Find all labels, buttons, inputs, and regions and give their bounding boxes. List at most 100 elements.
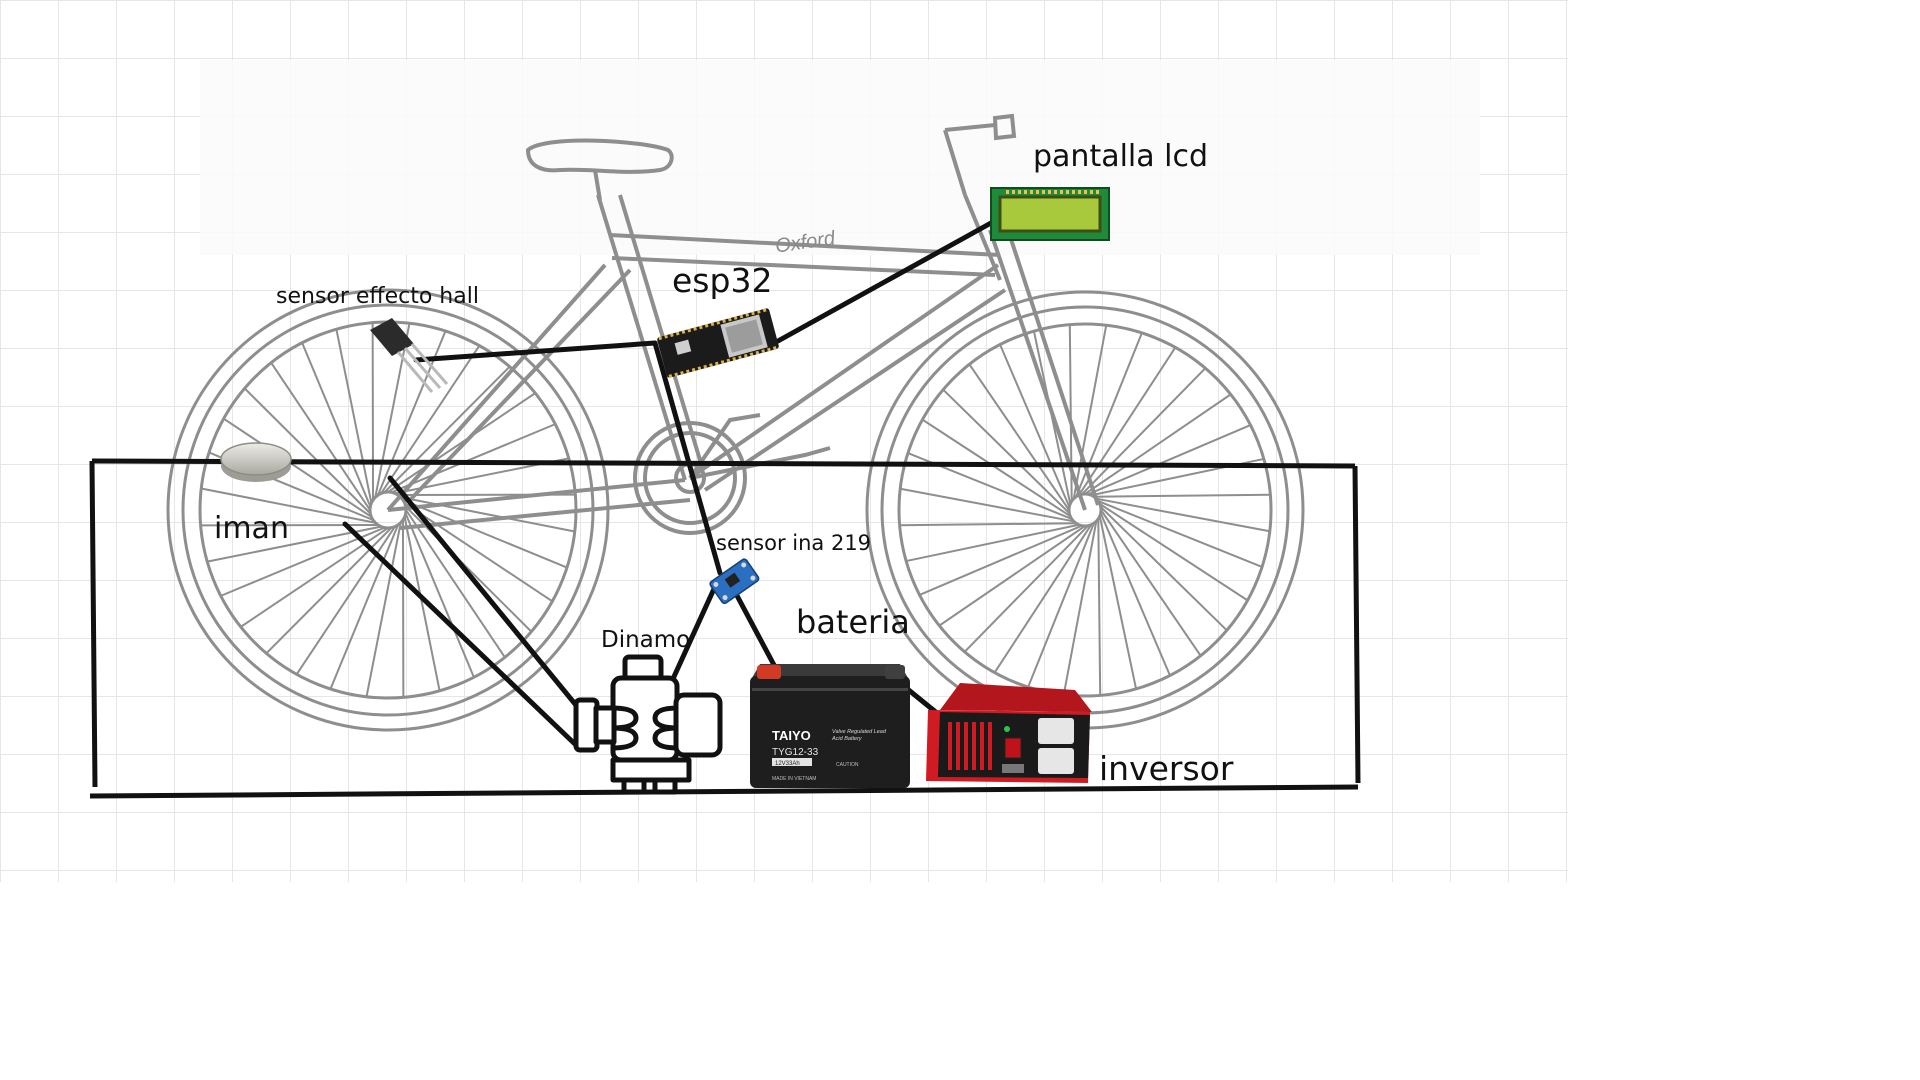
esp32-pin [675, 331, 680, 336]
esp32-pin [709, 363, 713, 367]
wheel-spoke [905, 523, 1080, 563]
esp32-pin [728, 317, 732, 322]
esp32-pin [699, 325, 703, 330]
wheel-spoke [1072, 325, 1108, 499]
esp32-pin [722, 319, 726, 324]
wheel-spoke [405, 509, 506, 658]
wheel-spoke [1096, 497, 1270, 533]
lcd-pin [1042, 190, 1045, 194]
battery-origin-text: MADE IN VIETNAM [772, 776, 816, 782]
dynamo-icon [573, 654, 723, 795]
wheel-spoke [999, 344, 1071, 508]
wheel-spoke [1078, 346, 1177, 496]
wheel-spoke [938, 525, 1086, 627]
wheel-spoke [365, 522, 402, 697]
esp32-pin [755, 350, 760, 355]
inverter-vent [988, 722, 992, 770]
lcd-pin [1030, 190, 1033, 194]
inverter [926, 683, 1092, 783]
wheel-spoke [243, 387, 372, 515]
ina219-sensor [709, 558, 760, 605]
lcd-pin [1066, 190, 1069, 194]
esp32-pin [756, 310, 761, 314]
lcd-pin [1036, 190, 1039, 194]
wheel-spoke [387, 392, 536, 493]
wheel-spoke [899, 522, 1077, 527]
esp32-pin [674, 372, 679, 377]
lcd-pin [1096, 190, 1099, 194]
battery-caution-text: CAUTION [836, 762, 859, 768]
wheel-spoke [968, 363, 1070, 511]
inverter-label: inversor [1099, 749, 1234, 788]
wheel-spoke [391, 423, 556, 494]
esp32-label: esp32 [672, 261, 773, 300]
esp32-pin [745, 313, 750, 317]
wheel-spoke [223, 417, 372, 518]
lcd-pin [1060, 190, 1063, 194]
enclosure-box [89, 458, 1361, 799]
esp32-pin [704, 324, 709, 328]
wheel-spoke [404, 502, 553, 603]
bike-seat [525, 138, 674, 174]
esp32-pin [685, 369, 690, 374]
wheel-spoke [942, 388, 1071, 514]
wheel-spoke [919, 524, 1083, 596]
wheel-spoke [1100, 509, 1202, 657]
wheel-spoke [1087, 424, 1251, 496]
battery: TAIYO Valve Regulated Lead Acid Battery … [750, 664, 910, 788]
esp32-pin [697, 366, 702, 371]
wheel-spoke [335, 329, 373, 504]
wire-esp32-to-ina219 [652, 340, 723, 576]
esp32-pin [726, 358, 731, 363]
magnet-label: iman [214, 511, 289, 546]
wheel-spoke [295, 526, 396, 675]
esp32-board [657, 308, 779, 378]
esp32-pin [691, 367, 696, 372]
wire-hall-to-esp32 [413, 340, 658, 363]
battery-brand-text: TAIYO [772, 728, 811, 743]
diagram-canvas: Oxford [0, 0, 1568, 882]
esp32-pin [693, 327, 697, 331]
wheel-spoke [1097, 500, 1263, 568]
lcd-display [990, 187, 1110, 241]
lcd-pin [1078, 190, 1081, 194]
esp32-pin [670, 333, 674, 338]
inverter-vent [980, 722, 984, 770]
wheel-spoke [380, 345, 481, 494]
esp32-pin [668, 374, 673, 378]
esp32-pin [767, 347, 771, 352]
hall-effect-sensor [370, 318, 449, 393]
front-wheel [865, 290, 1305, 730]
battery-desc-line-1: Valve Regulated Lead [832, 729, 887, 735]
wheel-spoke [993, 524, 1092, 674]
wheel-spoke [301, 342, 372, 507]
battery-label: bateria [796, 603, 910, 641]
esp32-pin [720, 360, 725, 364]
inverter-vent [948, 722, 952, 770]
wire-esp32-to-lcd [775, 215, 1003, 344]
rear-wheel [166, 288, 610, 732]
bike-image-backdrop [200, 60, 1480, 255]
wheel-spoke [403, 516, 441, 691]
esp32-pin [681, 330, 686, 334]
lcd-pin [1018, 190, 1021, 194]
wheel-spoke [329, 524, 399, 690]
battery-rating-text: 12V33Ah [775, 761, 800, 767]
esp32-pin [751, 311, 755, 316]
magnet [220, 442, 292, 482]
wheel-spoke [383, 365, 511, 494]
ina219-label: sensor ina 219 [716, 531, 872, 555]
inverter-vent [956, 722, 960, 770]
wheel-spoke [270, 362, 371, 511]
lcd-pin [1090, 190, 1093, 194]
wheel-spoke [1098, 515, 1138, 690]
wheel-spoke [1099, 503, 1249, 602]
wheel-spoke [963, 524, 1089, 653]
lcd-pin [1024, 190, 1027, 194]
wire-rear-hub-to-dynamo-1 [387, 475, 601, 735]
dynamo-label: Dinamo [601, 627, 691, 653]
wheel-spoke [900, 487, 1074, 523]
wheel-spoke [1081, 367, 1207, 496]
esp32-pin [710, 322, 715, 327]
esp32-pin [749, 352, 754, 357]
